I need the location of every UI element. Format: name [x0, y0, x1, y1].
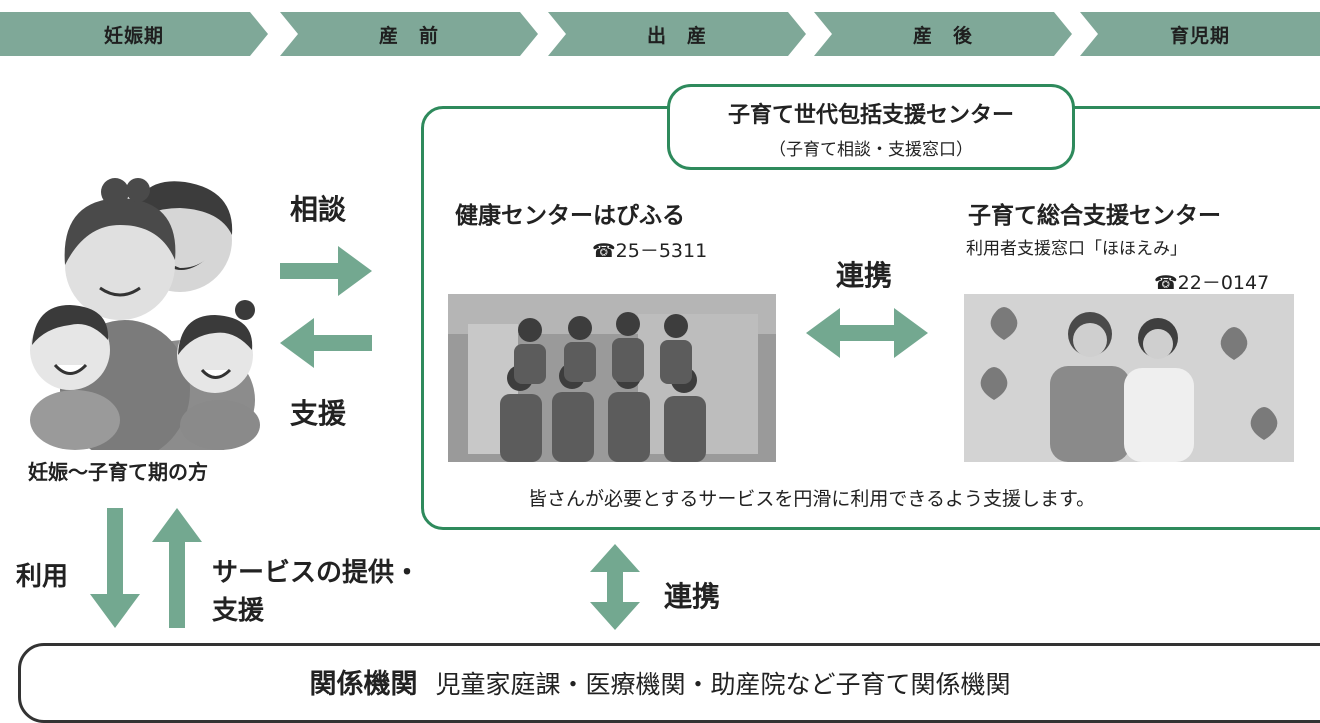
- stage-pregnancy: 妊娠期: [0, 12, 268, 56]
- consult-label: 相談: [290, 193, 347, 226]
- support-center-note: 皆さんが必要とするサービスを円滑に利用できるよう支援します。: [528, 488, 1096, 510]
- support-label: 支援: [290, 397, 347, 430]
- support-center-title: 子育て世代包括支援センター: [727, 103, 1014, 128]
- service-label-line1: サービスの提供・: [212, 558, 421, 588]
- link-label-top: 連携: [836, 259, 893, 292]
- link-label-bottom: 連携: [664, 580, 721, 613]
- staff-group-photo: [448, 294, 776, 462]
- kosodate-center-name: 子育て総合支援センター: [968, 203, 1221, 229]
- related-list: 児童家庭課・医療機関・助産院など子育て関係機関: [435, 670, 1011, 699]
- health-center-phone: ☎25－5311: [592, 240, 708, 262]
- stage-postnatal: 産 後: [814, 12, 1072, 56]
- related-institutions-text: 関係機関児童家庭課・医療機関・助産院など子育て関係機関: [0, 662, 1320, 701]
- stage-childcare: 育児期: [1080, 12, 1320, 56]
- use-arrow-down: [90, 508, 140, 628]
- support-arrow-left: [280, 318, 372, 368]
- family-illustration: [30, 178, 260, 450]
- health-center-photo: [448, 294, 776, 462]
- link-arrow-horizontal: [806, 308, 928, 358]
- family-caption: 妊娠～子育て期の方: [28, 460, 208, 484]
- consult-arrow-right: [280, 246, 372, 296]
- kosodate-center-photo: [964, 294, 1294, 462]
- kosodate-center-window: 利用者支援窓口「ほほえみ」: [966, 239, 1187, 259]
- support-center-title-box: 子育て世代包括支援センター （子育て相談・支援窓口）: [667, 84, 1075, 170]
- support-center-subtitle: （子育て相談・支援窓口）: [769, 140, 973, 160]
- staff-pair-photo: [964, 294, 1294, 462]
- service-label-line2: 支援: [212, 596, 265, 626]
- stage-prenatal: 産 前: [280, 12, 538, 56]
- health-center-name: 健康センターはぴふる: [455, 203, 685, 229]
- use-label: 利用: [16, 562, 69, 592]
- related-heading: 関係機関: [309, 669, 418, 700]
- kosodate-center-phone: ☎22－0147: [1154, 272, 1270, 294]
- service-arrow-up: [152, 508, 202, 628]
- stage-birth: 出 産: [548, 12, 806, 56]
- link-arrow-vertical: [590, 544, 640, 630]
